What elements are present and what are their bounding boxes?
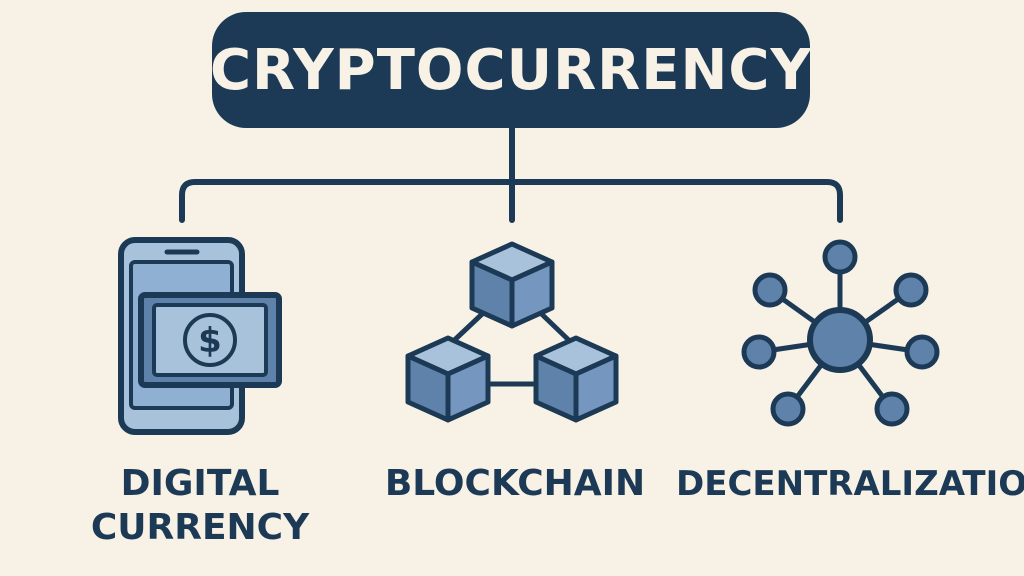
label-blockchain: BLOCKCHAIN (376, 462, 654, 506)
hub-node (752, 272, 788, 308)
hub-node (822, 239, 858, 275)
hub-node (770, 391, 806, 427)
title-box: CRYPTOCURRENCY (209, 12, 813, 128)
hub-center-node (807, 307, 873, 373)
block-left (405, 335, 491, 423)
block-top (469, 241, 555, 329)
label-digital-currency: DIGITAL CURRENCY (80, 462, 320, 550)
branch-connector (179, 179, 843, 223)
hub-node (904, 334, 940, 370)
hub-node (874, 391, 910, 427)
dollar-sign-icon: $ (198, 321, 222, 361)
hub-node (741, 334, 777, 370)
label-line: DECENTRALIZATION (676, 464, 1024, 504)
banknote-medallion (183, 313, 237, 367)
linked-blocks-icon (405, 241, 619, 423)
phone-with-banknote-icon: $ (118, 237, 282, 435)
label-decentralization: DECENTRALIZATION (676, 462, 1024, 506)
diagram-title: CRYPTOCURRENCY (209, 37, 813, 103)
connector-lines (179, 125, 843, 223)
hub-node (893, 272, 929, 308)
label-line: DIGITAL (120, 463, 280, 504)
label-line: BLOCKCHAIN (384, 463, 646, 504)
block-right (533, 335, 619, 423)
label-line: CURRENCY (90, 507, 310, 548)
network-hub-icon (741, 239, 940, 427)
